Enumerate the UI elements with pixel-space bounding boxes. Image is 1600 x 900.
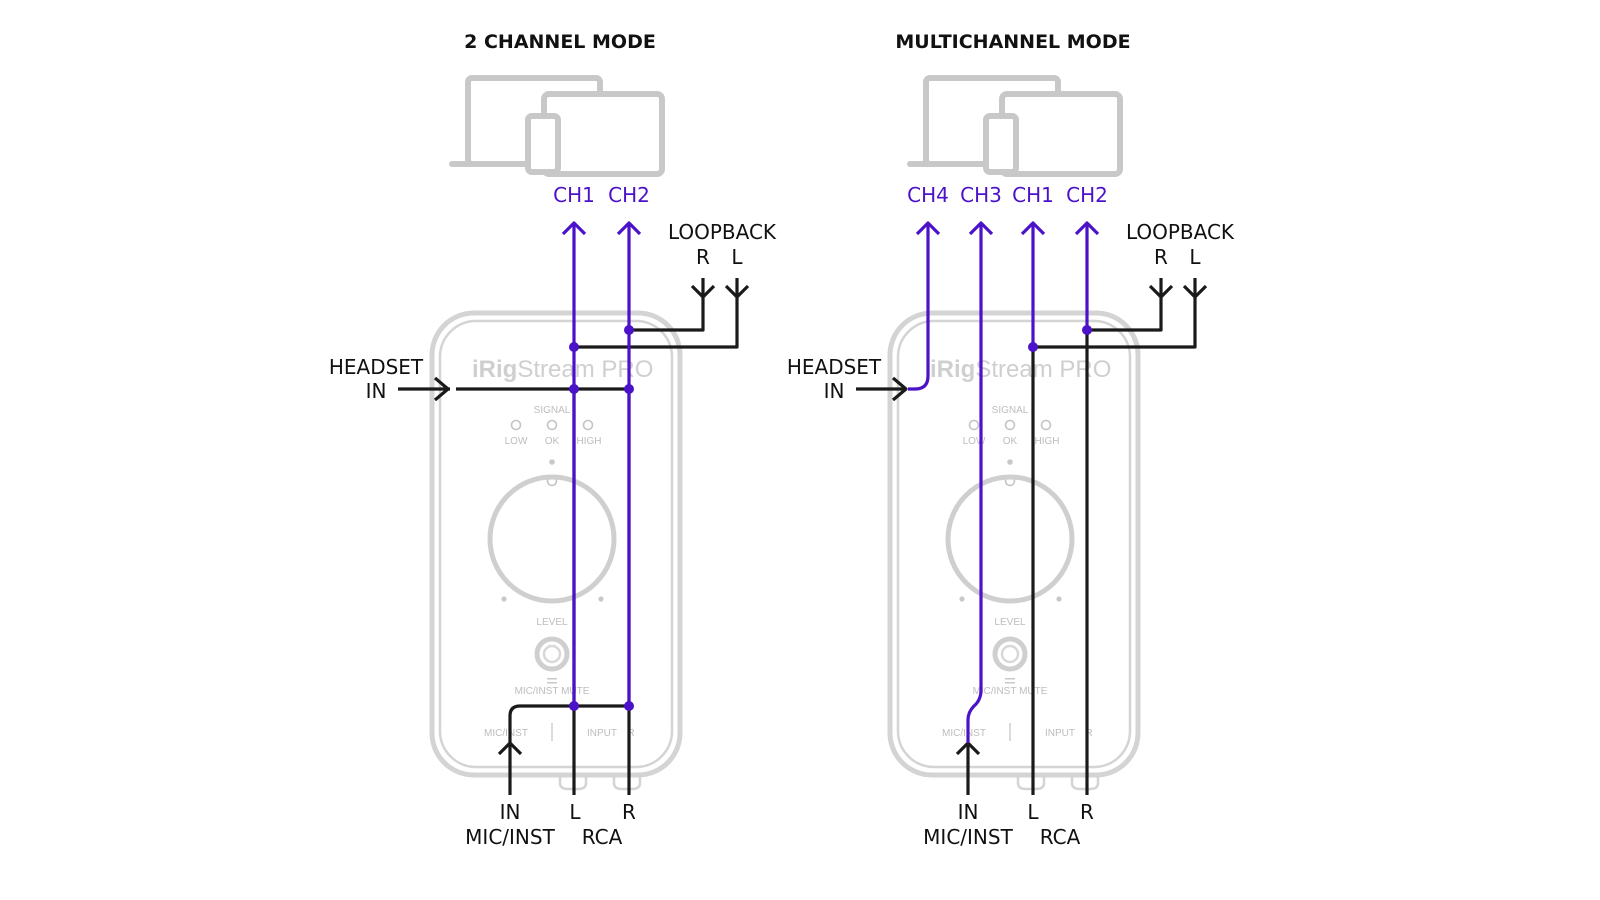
port-input-label: INPUT <box>587 728 617 739</box>
two-channel-panel: 2 CHANNEL MODE iRigStream PRO SIGNAL LOW… <box>329 31 777 849</box>
led-ok-label: OK <box>545 436 560 447</box>
headset-in-label: IN <box>824 379 845 403</box>
signal-label: SIGNAL <box>992 405 1029 416</box>
headset-label: HEADSET <box>787 355 882 379</box>
port-input-label: INPUT <box>1045 728 1075 739</box>
laptop-icon <box>452 78 662 174</box>
loopback-l-label: L <box>1189 245 1201 269</box>
port-r-label: R <box>1085 728 1092 739</box>
computer-devices-icon <box>910 78 1120 174</box>
device-logo-light: Stream PRO <box>517 356 653 383</box>
channel-label: CH4 <box>907 183 949 207</box>
computer-devices-icon <box>452 78 662 174</box>
loopback-r-label: R <box>696 245 710 269</box>
channel-label: CH3 <box>960 183 1002 207</box>
channel-label: CH1 <box>1012 183 1054 207</box>
purple-signal-wires <box>908 221 1100 743</box>
irig-stream-pro-device: iRigStream PRO SIGNAL LOW OK HIGH LEVEL … <box>432 313 680 789</box>
device-logo-light: Stream PRO <box>975 356 1111 383</box>
bottom-r-label: R <box>1080 800 1094 824</box>
channel-label: CH2 <box>608 183 650 207</box>
level-label: LEVEL <box>536 617 568 628</box>
black-wires <box>856 278 1208 795</box>
junction-nodes <box>569 325 634 711</box>
multichannel-panel: MULTICHANNEL MODE iRigStream PRO SIGNAL … <box>787 31 1235 849</box>
signal-label: SIGNAL <box>534 405 571 416</box>
bottom-in-label: IN <box>958 800 979 824</box>
led-low-label: LOW <box>505 436 528 447</box>
channel-label: CH1 <box>553 183 595 207</box>
mute-label: MIC/INST MUTE <box>973 686 1048 697</box>
bottom-l-label: L <box>569 800 581 824</box>
channel-label: CH2 <box>1066 183 1108 207</box>
led-high-label: HIGH <box>1035 436 1060 447</box>
two-channel-mode-title: 2 CHANNEL MODE <box>464 31 656 53</box>
purple-signal-wires <box>561 221 642 706</box>
irig-stream-pro-device: iRigStream PRO SIGNAL LOW OK HIGH LEVEL … <box>890 313 1138 789</box>
mute-label: MIC/INST MUTE <box>515 686 590 697</box>
loopback-label: LOOPBACK <box>1126 220 1235 244</box>
bottom-mic-inst-label: MIC/INST <box>465 825 555 849</box>
port-mic-inst-label: MIC/INST <box>484 728 528 739</box>
bottom-l-label: L <box>1027 800 1039 824</box>
bottom-r-label: R <box>622 800 636 824</box>
port-mic-inst-label: MIC/INST <box>942 728 986 739</box>
bottom-rca-label: RCA <box>1040 825 1081 849</box>
device-logo-bold: iRig <box>472 356 517 383</box>
bottom-rca-label: RCA <box>582 825 623 849</box>
led-ok-label: OK <box>1003 436 1018 447</box>
led-low-label: LOW <box>963 436 986 447</box>
headset-in-label: IN <box>366 379 387 403</box>
device-logo-bold: iRig <box>930 356 975 383</box>
port-r-label: R <box>627 728 634 739</box>
multichannel-mode-title: MULTICHANNEL MODE <box>895 31 1130 53</box>
loopback-l-label: L <box>731 245 743 269</box>
svg-text:iRigStream PRO: iRigStream PRO <box>472 356 653 383</box>
level-label: LEVEL <box>994 617 1026 628</box>
bottom-in-label: IN <box>500 800 521 824</box>
bottom-mic-inst-label: MIC/INST <box>923 825 1013 849</box>
junction-nodes <box>1028 325 1092 352</box>
loopback-label: LOOPBACK <box>668 220 777 244</box>
svg-text:iRigStream PRO: iRigStream PRO <box>930 356 1111 383</box>
tablet-icon <box>910 78 1120 174</box>
led-high-label: HIGH <box>577 436 602 447</box>
headset-label: HEADSET <box>329 355 424 379</box>
loopback-r-label: R <box>1154 245 1168 269</box>
